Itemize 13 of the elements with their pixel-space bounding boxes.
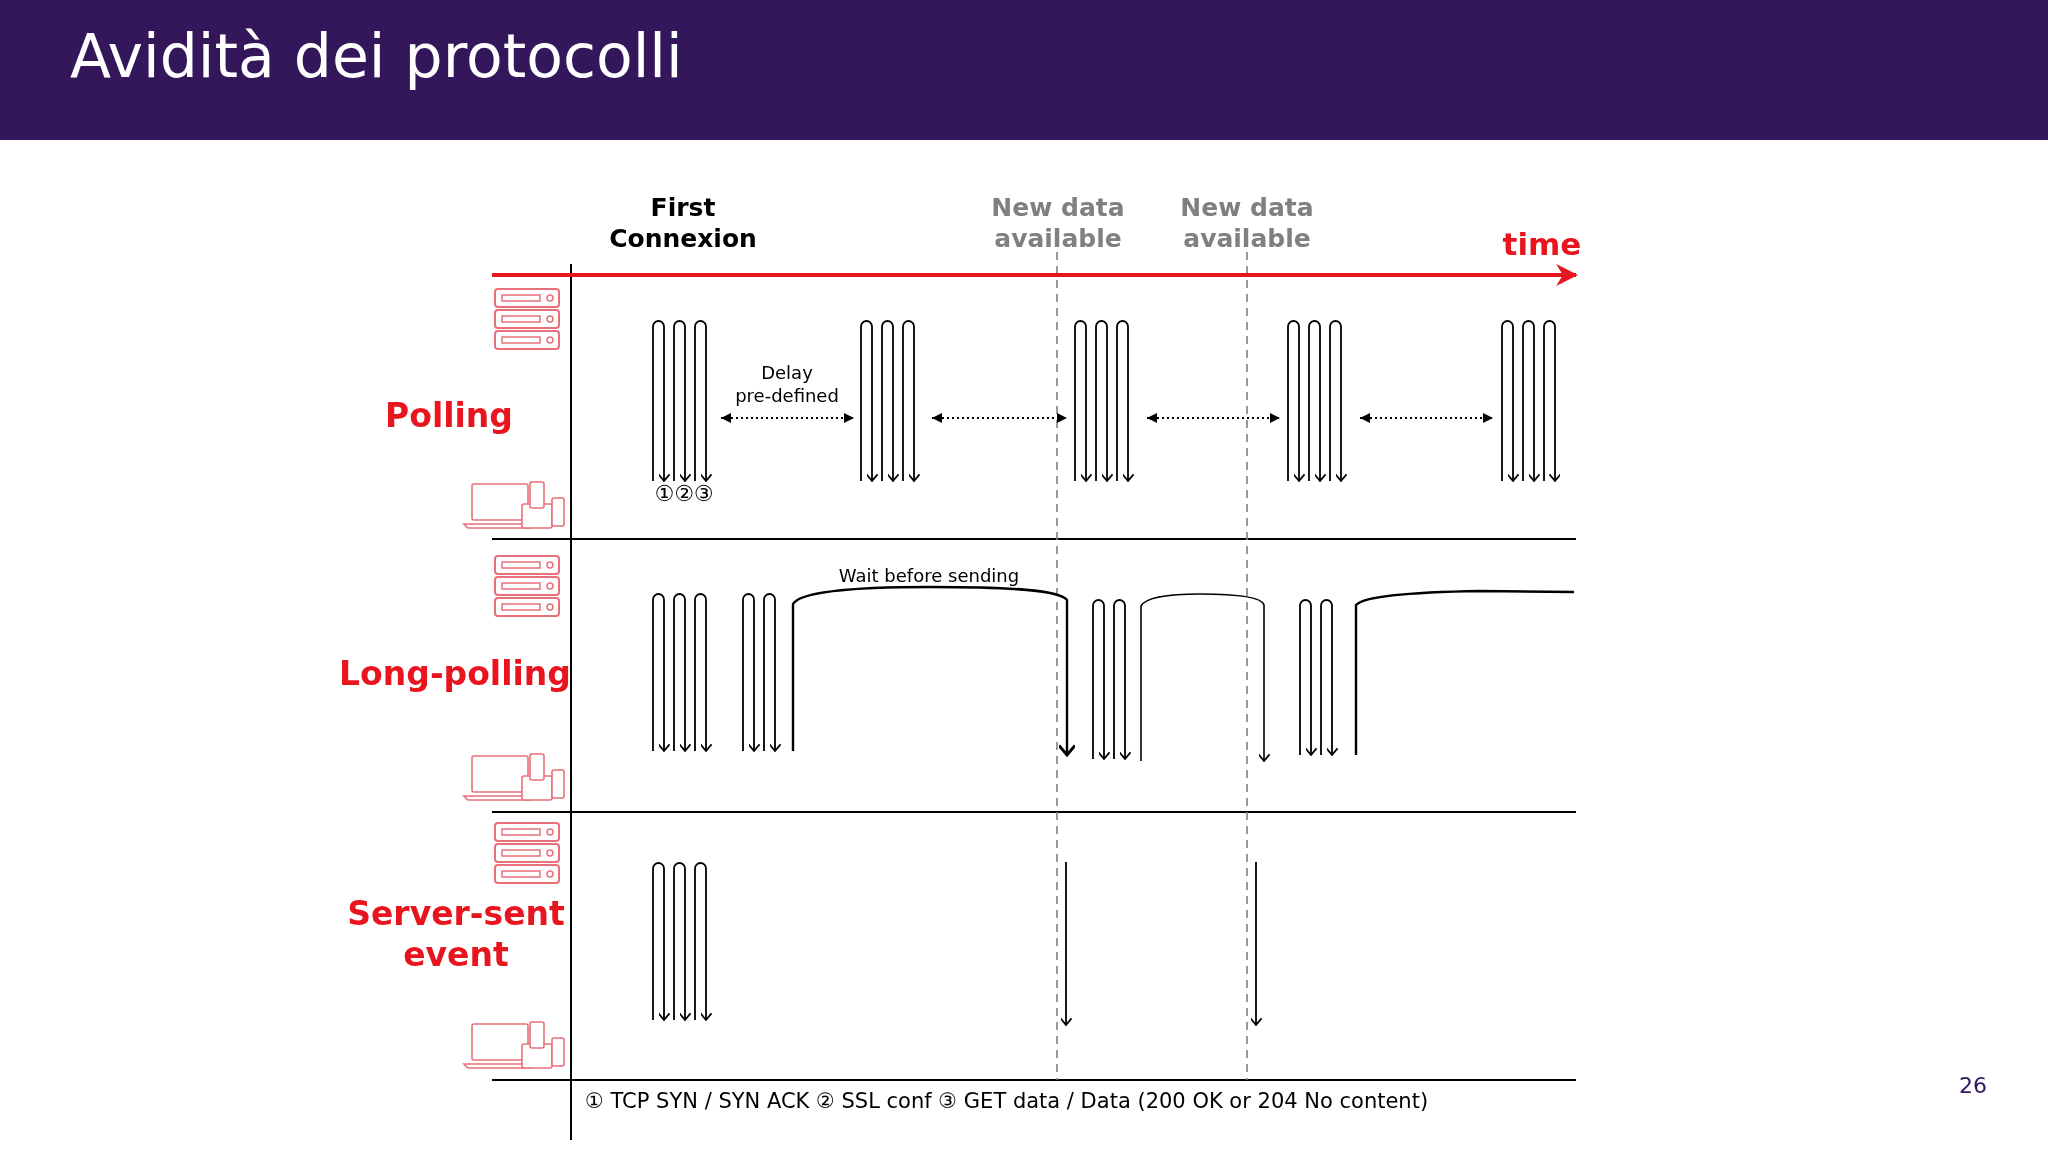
lane-label: Server-sent event — [346, 893, 566, 976]
interval-label: Delay pre-defined — [734, 362, 840, 407]
lane-label: Long-polling — [338, 653, 572, 695]
lane-label: Polling — [384, 395, 514, 437]
event-heading: New data available — [990, 192, 1126, 255]
step-numbers: ①②③ — [653, 480, 715, 508]
page-number: 26 — [1958, 1072, 1988, 1100]
column-heading: First Connexion — [608, 192, 758, 255]
slide-title: Avidità dei protocolli — [70, 20, 683, 92]
event-heading: New data available — [1179, 192, 1315, 255]
axis-label: time — [1501, 225, 1583, 264]
interval-label: Wait before sending — [837, 565, 1021, 588]
footnote: ① TCP SYN / SYN ACK ② SSL conf ③ GET data / Data (200 OK or 204 No content) — [585, 1088, 1429, 1115]
